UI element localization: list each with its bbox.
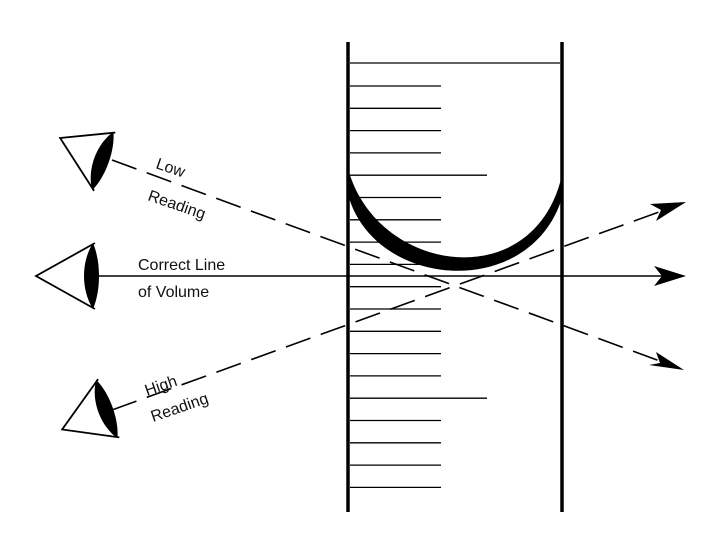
eye-icon [34, 242, 99, 310]
graduated-cylinder [346, 42, 564, 512]
low-reading-sight-line [111, 159, 669, 365]
high-reading-sight-line [111, 207, 671, 411]
low-reading-label: Low Reading [146, 156, 208, 223]
low-label-line2: Reading [146, 188, 208, 223]
graduation-marks [350, 62, 560, 489]
correct-label-line1: Correct Line [138, 257, 225, 274]
high-label-line1: High [143, 373, 180, 400]
eye-icon [60, 378, 120, 439]
correct-line-label: Correct Line of Volume [138, 257, 225, 301]
arrow-head-icon [654, 266, 686, 286]
meniscus [349, 172, 562, 271]
arrow-head-icon [650, 202, 686, 221]
eye-icon [58, 131, 116, 192]
high-reading-label: High Reading [143, 373, 211, 426]
correct-label-line2: of Volume [138, 284, 209, 301]
arrow-head-icon [649, 352, 684, 370]
